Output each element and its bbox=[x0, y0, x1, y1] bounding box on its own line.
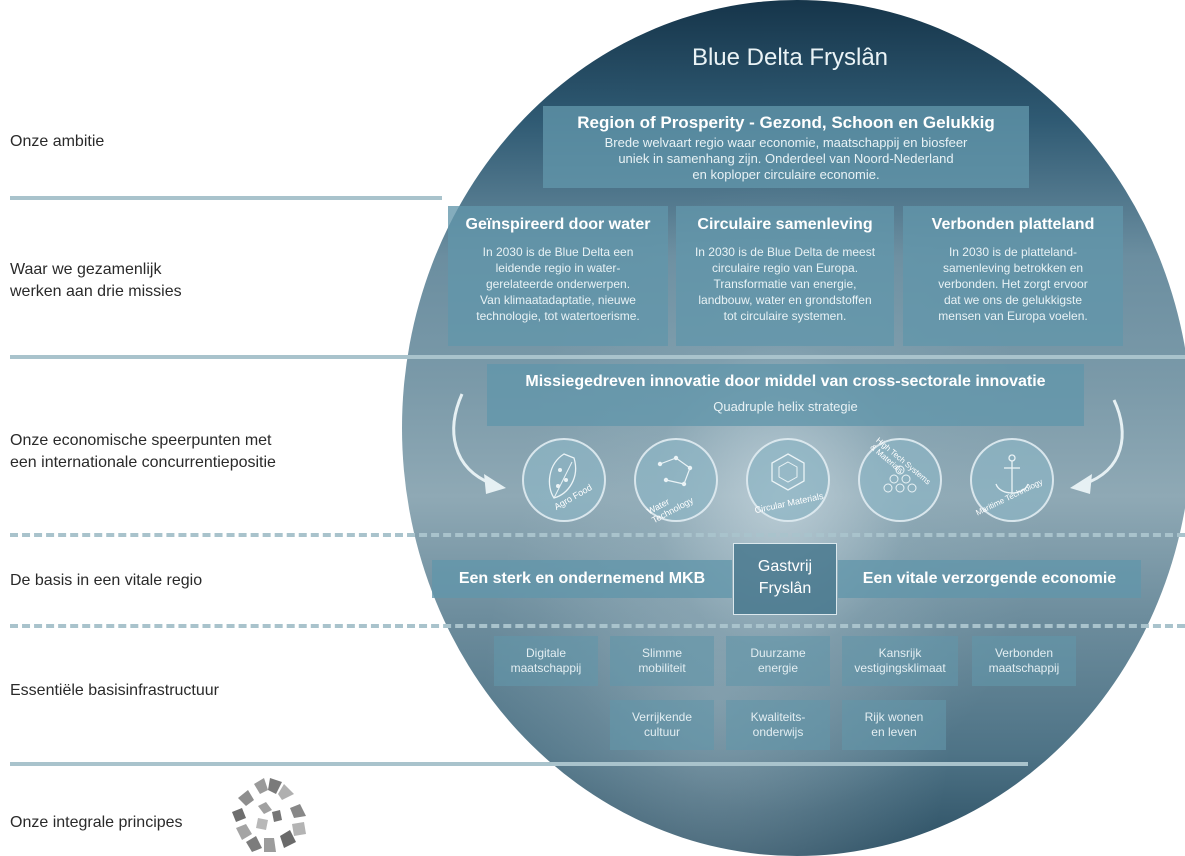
mission-text: In 2030 is de platteland- samenleving be… bbox=[903, 244, 1123, 324]
infra-line: Duurzame bbox=[750, 646, 806, 660]
infra-line: maatschappij bbox=[510, 661, 582, 675]
mission-line: dat we ons de gelukkigste bbox=[943, 293, 1083, 307]
infra-line: cultuur bbox=[643, 725, 680, 739]
mission-line: technologie, tot watertoerisme. bbox=[476, 309, 640, 323]
basis-mkb: Een sterk en ondernemend MKB bbox=[432, 560, 732, 598]
mission-text: In 2030 is de Blue Delta een leidende re… bbox=[448, 244, 668, 324]
innovation-box: Missiegedreven innovatie door middel van… bbox=[487, 364, 1084, 426]
basis-gastvrij-line1: Gastvrij bbox=[757, 558, 813, 575]
ambition-line: en koploper circulaire economie. bbox=[692, 167, 880, 182]
globe-title: Blue Delta Fryslân bbox=[691, 44, 889, 71]
basis-gastvrij-line2: Fryslân bbox=[758, 580, 812, 597]
infra-line: Kansrijk bbox=[878, 646, 922, 660]
infra-line: Verrijkende bbox=[631, 710, 693, 724]
mission-line: In 2030 is de Blue Delta de meest bbox=[694, 245, 876, 259]
label-infra: Essentiële basisinfrastructuur bbox=[10, 682, 219, 699]
anchor-icon bbox=[995, 454, 1029, 494]
separator-line bbox=[10, 196, 442, 200]
mission-line: circulaire regio van Europa. bbox=[711, 261, 859, 275]
mission-title: Geïnspireerd door water bbox=[465, 216, 651, 233]
infra-line: Kwaliteits- bbox=[750, 710, 806, 724]
infra-line: Slimme bbox=[641, 646, 682, 660]
sector-maritime-technology: Maritime Technology bbox=[970, 438, 1054, 522]
mission-title: Verbonden platteland bbox=[931, 216, 1095, 233]
infra-kwaliteitsonderwijs: Kwaliteits-onderwijs bbox=[726, 700, 830, 750]
separator-line bbox=[10, 355, 1185, 359]
sector-circular-materials: Circular Materials bbox=[746, 438, 830, 522]
label-ambitie: Onze ambitie bbox=[10, 133, 105, 150]
innovation-subtitle: Quadruple helix strategie bbox=[713, 399, 858, 414]
infra-line: Rijk wonen bbox=[864, 710, 924, 724]
mission-line: mensen van Europa voelen. bbox=[938, 309, 1088, 323]
label-speerpunten-line2: een internationale concurrentiepositie bbox=[10, 453, 276, 471]
mission-box-circulair: Circulaire samenleving In 2030 is de Blu… bbox=[676, 206, 894, 346]
leaf-network-icon bbox=[548, 453, 577, 499]
label-missies: Waar we gezamenlijk werken aan drie miss… bbox=[10, 259, 182, 302]
infra-line: mobiliteit bbox=[638, 661, 686, 675]
ambition-title: Region of Prosperity - Gezond, Schoon en… bbox=[577, 113, 995, 132]
infra-line: en leven bbox=[871, 725, 917, 739]
curved-arrow-right-icon bbox=[1070, 399, 1124, 494]
separator-dashed-line bbox=[10, 533, 1185, 537]
infra-line: onderwijs bbox=[752, 725, 804, 739]
mission-text: In 2030 is de Blue Delta de meest circul… bbox=[676, 244, 894, 324]
label-speerpunten-line1: Onze economische speerpunten met bbox=[10, 432, 272, 449]
infra-line: maatschappij bbox=[988, 661, 1060, 675]
mission-line: Van klimaatadaptatie, nieuwe bbox=[480, 293, 636, 307]
mission-box-platteland: Verbonden platteland In 2030 is de platt… bbox=[903, 206, 1123, 346]
curved-arrow-left-icon bbox=[452, 393, 506, 494]
label-missies-line1: Waar we gezamenlijk bbox=[10, 261, 162, 278]
label-principes: Onze integrale principes bbox=[10, 814, 183, 831]
mission-line: samenleving betrokken en bbox=[942, 261, 1084, 275]
mission-title: Circulaire samenleving bbox=[697, 216, 873, 233]
mission-line: verbonden. Het zorgt ervoor bbox=[938, 277, 1088, 291]
hexagon-molecule-icon bbox=[771, 453, 805, 491]
mission-line: In 2030 is de Blue Delta een bbox=[482, 245, 634, 259]
principles-spiral-icon bbox=[232, 778, 306, 852]
mission-line: tot circulaire systemen. bbox=[723, 309, 847, 323]
ambition-line: uniek in samenhang zijn. Onderdeel van N… bbox=[618, 151, 954, 166]
label-missies-line2: werken aan drie missies bbox=[10, 282, 182, 300]
mission-box-water: Geïnspireerd door water In 2030 is de Bl… bbox=[448, 206, 668, 346]
label-speerpunten: Onze economische speerpunten met een int… bbox=[10, 430, 276, 473]
water-network-icon bbox=[657, 455, 693, 487]
sector-high-tech: High Tech Systems & Materials bbox=[858, 436, 942, 522]
separator-line bbox=[10, 762, 1028, 766]
basis-verzorgende-economie: Een vitale verzorgende economie bbox=[838, 560, 1141, 598]
mission-line: In 2030 is de platteland- bbox=[948, 245, 1078, 259]
sector-agro-food: Agro Food bbox=[522, 438, 606, 522]
ambition-box: Region of Prosperity - Gezond, Schoon en… bbox=[543, 106, 1029, 188]
dots-triangle-icon bbox=[883, 465, 917, 493]
infra-line: energie bbox=[757, 661, 798, 675]
mission-line: gerelateerde onderwerpen. bbox=[485, 277, 631, 291]
basis-gastvrij: Gastvrij Fryslân bbox=[733, 543, 837, 615]
infra-line: vestigingsklimaat bbox=[854, 661, 946, 675]
mission-line: Transformatie van energie, bbox=[713, 277, 857, 291]
mission-line: leidende regio in water- bbox=[495, 261, 621, 275]
mission-line: landbouw, water en grondstoffen bbox=[698, 293, 872, 307]
infra-line: Verbonden bbox=[994, 646, 1054, 660]
innovation-title: Missiegedreven innovatie door middel van… bbox=[525, 373, 1046, 390]
ambition-line: Brede welvaart regio waar economie, maat… bbox=[604, 135, 968, 150]
separator-dashed-line bbox=[10, 624, 1185, 628]
infra-line: Digitale bbox=[525, 646, 567, 660]
sector-water-technology: Water Technology bbox=[634, 438, 718, 525]
ambition-text: Brede welvaart regio waar economie, maat… bbox=[543, 135, 1029, 183]
label-basis: De basis in een vitale regio bbox=[10, 572, 203, 589]
